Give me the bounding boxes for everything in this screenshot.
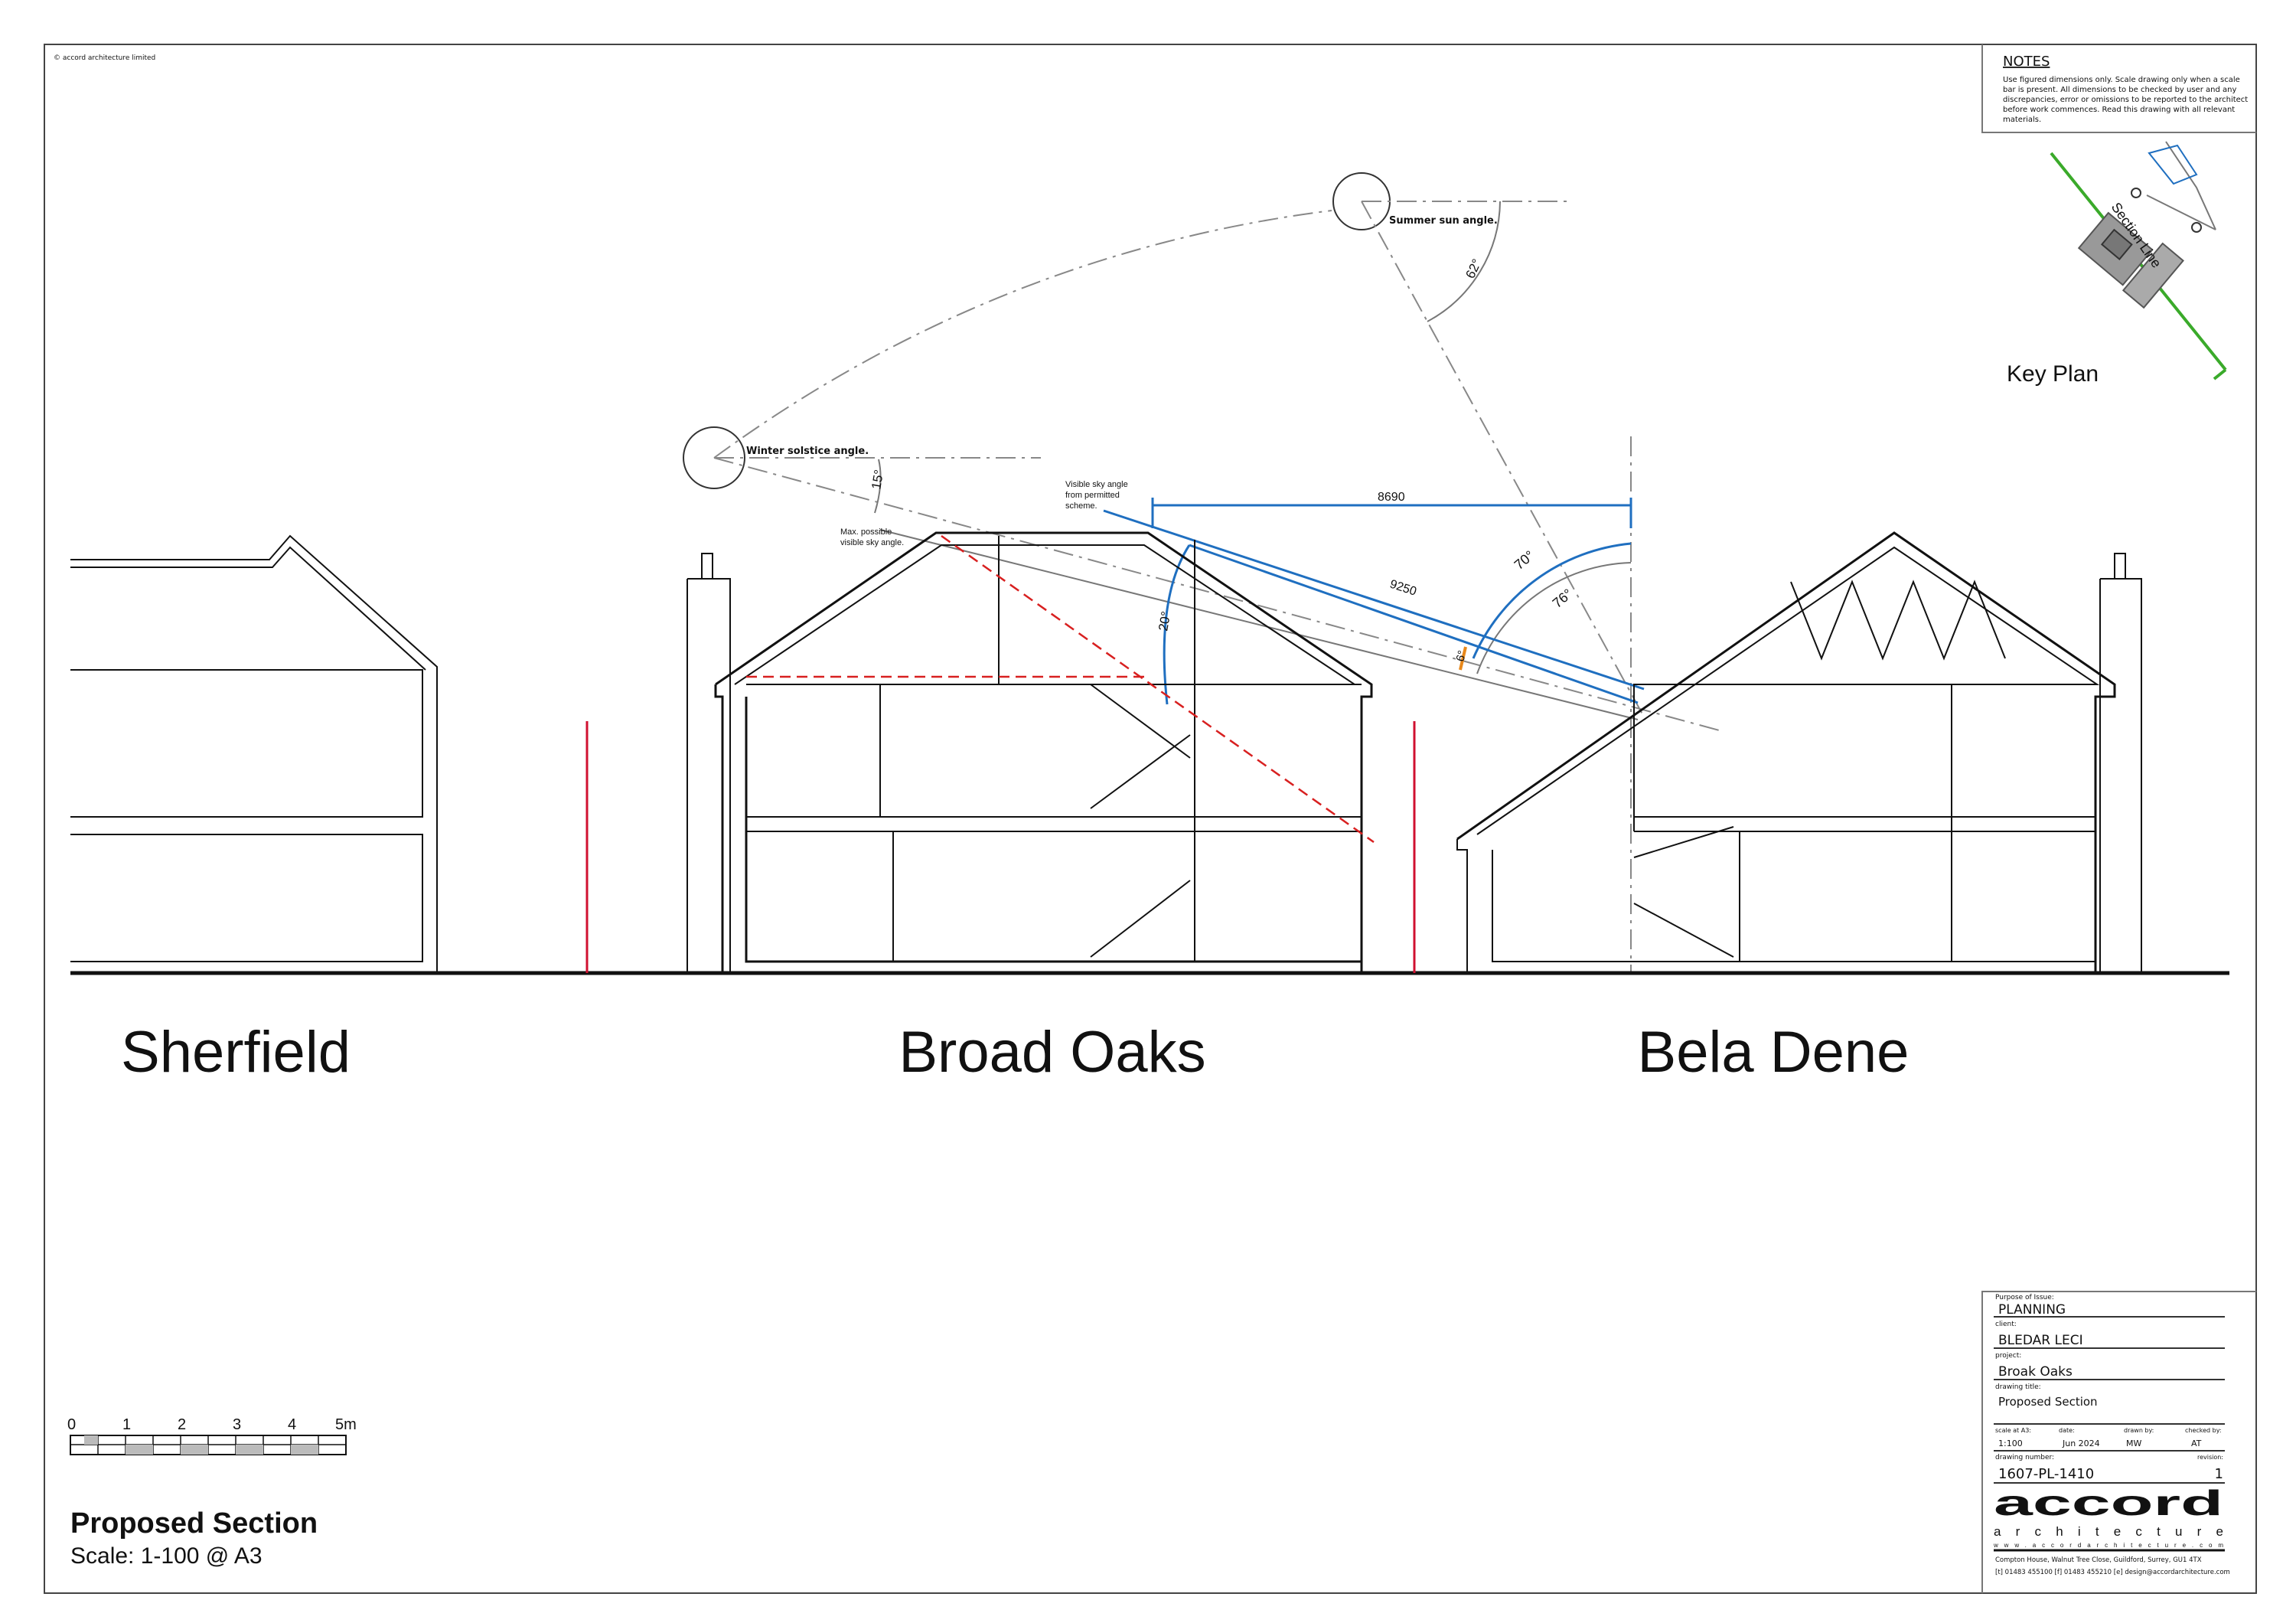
key-plan-title: Key Plan [2007, 361, 2099, 387]
drawing-caption-scale: Scale: 1-100 @ A3 [70, 1543, 263, 1569]
drawing-title-value: Proposed Section [1998, 1395, 2098, 1409]
client-label: client: [1995, 1321, 2017, 1328]
angle-76-label: 76° [1550, 586, 1576, 611]
winter-sun-label: Winter solstice angle. [746, 446, 869, 457]
summer-sun-label: Summer sun angle. [1389, 215, 1498, 227]
notes-heading: NOTES [2003, 54, 2050, 70]
angle-20-label: 20° [1156, 610, 1173, 632]
notes-line: before work commences. Read this drawing… [2003, 106, 2235, 114]
key-plan-building-icon [2077, 211, 2184, 309]
website: www.accordarchitecture.com [1993, 1542, 2223, 1549]
notes-line: materials. [2003, 116, 2041, 124]
sun-angle-construction: Summer sun angle. Winter solstice angle.… [683, 172, 1723, 973]
client-value: BLEDAR LECI [1998, 1333, 2083, 1348]
angle-70-label: 70° [1512, 547, 1538, 573]
scale-tick: 2 [178, 1416, 186, 1433]
bela-dene-section [1456, 531, 2142, 973]
key-plan-sun-diagram-icon [2131, 141, 2216, 233]
project-value: Broak Oaks [1998, 1364, 2073, 1380]
label-bela-dene: Bela Dene [1638, 1020, 1910, 1085]
notes-line: bar is present. All dimensions to be che… [2003, 86, 2236, 94]
scale-tick: 1 [122, 1416, 131, 1433]
sheet-border [44, 44, 2257, 1594]
scale-tick: 3 [233, 1416, 241, 1433]
copyright-note: © accord architecture limited [54, 54, 155, 62]
purpose-label: Purpose of Issue: [1995, 1294, 2054, 1301]
notes-line: discrepancies, error or omissions to be … [2003, 96, 2248, 104]
winter-sun-icon [683, 426, 745, 489]
sherfield-section [70, 534, 438, 973]
label-broad-oaks: Broad Oaks [899, 1020, 1205, 1085]
title-block: Purpose of Issue: PLANNING client: BLEDA… [1981, 1291, 2256, 1593]
visible-sky-note: scheme. [1065, 501, 1097, 511]
drawing-title-label: drawing title: [1995, 1383, 2041, 1391]
notes-line: Use figured dimensions only. Scale drawi… [2003, 76, 2240, 84]
date-label: date: [2059, 1427, 2075, 1434]
drawing-number-label: drawing number: [1995, 1454, 2054, 1461]
visible-sky-note: Visible sky angle [1065, 480, 1128, 489]
scale-tick: 4 [288, 1416, 296, 1433]
checked-value: AT [2191, 1438, 2202, 1448]
purpose-value: PLANNING [1998, 1302, 2066, 1318]
scale-tick: 5m [335, 1416, 357, 1433]
angle-15-label: 15° [869, 469, 886, 491]
address: Compton House, Walnut Tree Close, Guildf… [1995, 1556, 2202, 1564]
revision-value: 1 [2215, 1466, 2223, 1482]
scale-label: scale at A3: [1995, 1427, 2031, 1434]
dimension-9250: 9250 [1388, 578, 1418, 599]
project-label: project: [1995, 1352, 2021, 1360]
dimension-8690: 8690 [1378, 491, 1405, 504]
accord-logo: accord [1994, 1483, 2223, 1523]
drawing-caption-title: Proposed Section [70, 1507, 318, 1540]
visible-sky-note: from permitted [1065, 491, 1120, 500]
drawn-value: MW [2126, 1438, 2141, 1448]
drawn-label: drawn by: [2124, 1427, 2154, 1434]
notes-box: NOTES Use figured dimensions only. Scale… [1981, 44, 2256, 133]
logo-subtitle: architecture [1994, 1524, 2223, 1539]
contact: [t] 01483 455100 [f] 01483 455210 [e] de… [1995, 1569, 2230, 1576]
scale-value: 1:100 [1998, 1438, 2023, 1448]
broad-oaks-section [687, 531, 1375, 973]
angle-62-label: 62° [1463, 256, 1484, 280]
label-sherfield: Sherfield [121, 1020, 351, 1085]
scale-tick: 0 [67, 1416, 76, 1433]
key-plan: Section Line Key Plan [2007, 141, 2227, 387]
checked-label: checked by: [2185, 1427, 2222, 1434]
angle-6-label: 6° [1453, 649, 1469, 663]
scale-bar: 0 1 2 3 4 5m [67, 1416, 357, 1455]
revision-label: revision: [2197, 1454, 2223, 1461]
max-sky-note: visible sky angle. [840, 538, 904, 547]
date-value: Jun 2024 [2062, 1438, 2100, 1448]
drawing-number-value: 1607-PL-1410 [1998, 1466, 2094, 1482]
max-sky-note: Max. possible [840, 527, 892, 537]
